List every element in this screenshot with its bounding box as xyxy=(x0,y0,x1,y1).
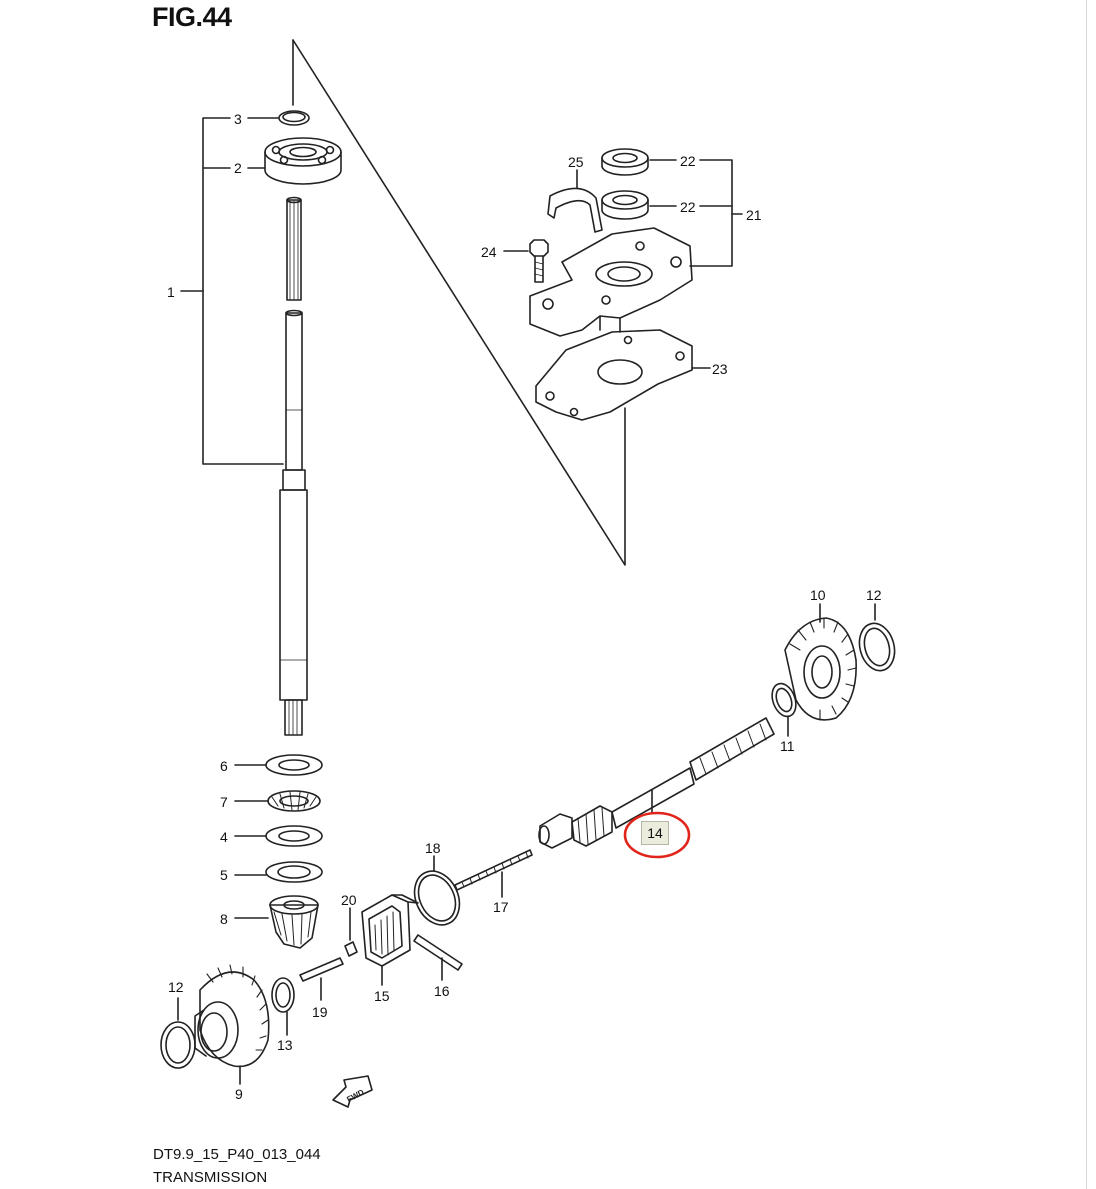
bracket-part-21 xyxy=(689,159,743,267)
callout-25: 25 xyxy=(568,154,584,170)
callout-16: 16 xyxy=(434,983,450,999)
part-16-pin xyxy=(413,934,463,981)
callout-3: 3 xyxy=(234,111,242,127)
part-6-washer xyxy=(234,754,323,776)
callout-18: 18 xyxy=(425,840,441,856)
bracket-part-1 xyxy=(180,117,284,465)
callout-14-highlighted[interactable]: 14 xyxy=(647,825,663,841)
part-23-gasket xyxy=(535,329,711,421)
part-25-retainer xyxy=(547,169,603,233)
callout-22-top: 22 xyxy=(680,153,696,169)
part-11-washer xyxy=(771,682,797,737)
part-17-spring xyxy=(454,849,533,898)
callout-8: 8 xyxy=(220,911,228,927)
group-bracket-lines xyxy=(292,39,626,566)
callout-11: 11 xyxy=(780,738,795,754)
callout-20: 20 xyxy=(341,892,357,908)
figure-name: TRANSMISSION xyxy=(153,1169,268,1186)
part-1-drive-shaft xyxy=(279,196,308,736)
part-19-pin xyxy=(299,957,344,1001)
callout-10: 10 xyxy=(810,587,826,603)
callout-2: 2 xyxy=(234,160,242,176)
callout-1: 1 xyxy=(167,284,175,300)
page-border xyxy=(1086,0,1087,1189)
callout-labels: 3 2 1 6 7 4 5 8 12 9 13 19 20 15 16 18 1… xyxy=(167,111,882,1102)
callout-4: 4 xyxy=(220,829,228,845)
part-15-clutch-dog xyxy=(361,894,419,986)
figure-code: DT9.9_15_P40_013_044 xyxy=(153,1146,321,1163)
callout-6: 6 xyxy=(220,758,228,774)
callout-15: 15 xyxy=(374,988,390,1004)
highlight-box-part-14 xyxy=(641,821,669,845)
part-20-pin xyxy=(344,907,358,957)
part-13-washer xyxy=(271,977,295,1036)
part-9-forward-gear xyxy=(194,964,270,1085)
callout-24: 24 xyxy=(481,244,497,260)
callout-17: 17 xyxy=(493,899,509,915)
part-12-shim-left xyxy=(160,997,196,1069)
figure-title: FIG.44 xyxy=(152,2,232,32)
part-14-propeller-shaft xyxy=(538,717,775,849)
callout-5: 5 xyxy=(220,867,228,883)
part-2-bearing xyxy=(247,137,342,185)
callout-21: 21 xyxy=(746,207,762,223)
part-7-thrust-bearing xyxy=(234,790,321,812)
part-22-oil-seal-bottom xyxy=(601,190,677,220)
part-5-washer xyxy=(234,861,323,883)
callout-19: 19 xyxy=(312,1004,328,1020)
part-3-circlip xyxy=(247,110,310,126)
part-18-spring-clip xyxy=(413,855,461,926)
callout-23: 23 xyxy=(712,361,728,377)
part-24-bolt xyxy=(503,239,549,283)
part-10-reverse-gear xyxy=(784,603,857,721)
callout-13: 13 xyxy=(277,1037,293,1053)
callout-7: 7 xyxy=(220,794,228,810)
callout-12-right: 12 xyxy=(866,587,882,603)
part-4-washer xyxy=(234,825,323,847)
callout-12-left: 12 xyxy=(168,979,184,995)
part-22-oil-seal-top xyxy=(601,148,677,176)
part-21-housing xyxy=(529,227,693,337)
highlight-circle-part-14 xyxy=(623,811,691,859)
fwd-arrow-icon: FWD xyxy=(332,1075,373,1108)
callout-22-bottom: 22 xyxy=(680,199,696,215)
part-8-pinion-gear xyxy=(234,895,319,949)
part-12-shim-right xyxy=(858,603,896,672)
callout-9: 9 xyxy=(235,1086,243,1102)
